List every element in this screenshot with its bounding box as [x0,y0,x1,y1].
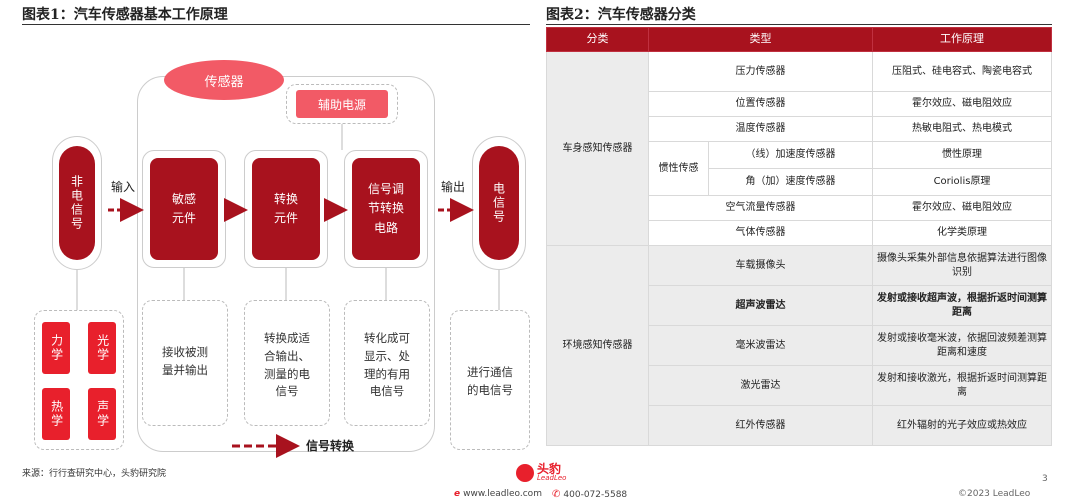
principle-cell: 发射和接收激光，根据折返时间测算距离 [872,365,1052,406]
elec-signal: 电信号 [479,146,519,260]
type-cell: 红外传感器 [648,405,873,446]
header-category: 分类 [546,27,649,52]
principle-cell: 惯性原理 [872,141,1052,169]
table-row: 位置传感器 霍尔效应、磁电阻效应 [547,91,1052,117]
table-row: 超声波雷达 发射或接收超声波，根据折返时间测算距离 [547,285,1052,326]
principle-cell: 霍尔效应、磁电阻效应 [872,195,1052,221]
aux-power-frame [286,84,398,124]
table-row: 红外传感器 红外辐射的光子效应或热效应 [547,405,1052,446]
desc-output-box [450,310,530,450]
input-types-box [34,310,124,450]
input-mechanics: 力学 [42,322,70,374]
inertial-cell: 惯性传感 [648,141,709,196]
type-cell: 位置传感器 [648,91,873,117]
footer-phone: ✆ 400-072-5588 [552,489,628,500]
sensing-element: 敏感 元件 [150,158,218,260]
principle-cell: 热敏电阻式、热电模式 [872,116,1052,142]
web-icon: e [454,489,461,499]
output-label: 输出 [441,180,466,194]
type-cell: 气体传感器 [648,220,873,246]
table-row: 角（加）速度传感器 Coriolis原理 [547,168,1052,196]
footer-logo: 头豹 LeadLeo [516,463,566,482]
right-title-rule [546,24,1052,25]
non-elec-signal: 非电信号 [59,146,95,260]
desc-sensing-box [142,300,228,426]
principle-cell: 摄像头采集外部信息依据算法进行图像识别 [872,245,1052,286]
group-body-sensing: 车身感知传感器 [546,51,649,246]
left-title-rule [22,24,530,25]
right-title: 图表2：汽车传感器分类 [546,7,696,23]
table-row: 空气流量传感器 霍尔效应、磁电阻效应 [547,195,1052,221]
sensor-label-ellipse: 传感器 [164,60,284,100]
principle-cell: 发射或接收毫米波，依据回波频差测算距离和速度 [872,325,1052,366]
desc-conditioning-box [344,300,430,426]
signal-conversion-label: 信号转换 [306,439,355,453]
desc-conditioning: 转化成可 显示、处 理的有用 电信号 [364,331,410,399]
desc-conversion: 转换成适 合输出、 测量的电 信号 [264,331,310,399]
brand-name: 头豹 [537,462,562,476]
type-cell: 车载摄像头 [648,245,873,286]
header-type: 类型 [648,27,873,52]
leopard-logo-icon [516,463,534,482]
type-cell: 角（加）速度传感器 [708,168,873,196]
principle-cell: 发射或接收超声波，根据折返时间测算距离 [872,285,1052,326]
type-cell: 超声波雷达 [648,285,873,326]
table-row: 温度传感器 热敏电阻式、热电模式 [547,116,1052,142]
aux-power-box: 辅助电源 [296,90,388,118]
type-cell: 毫米波雷达 [648,325,873,366]
sensor-classification-table: 分类 类型 工作原理 车身感知传感器 压力传感器 压阻式、硅电容式、陶瓷电容式 … [546,27,1052,446]
type-cell: 压力传感器 [648,51,873,92]
type-cell: 激光雷达 [648,365,873,406]
table-row: 激光雷达 发射和接收激光，根据折返时间测算距离 [547,365,1052,406]
input-label: 输入 [111,180,136,194]
phone-icon: ✆ [552,489,561,500]
principle-cell: 化学类原理 [872,220,1052,246]
table-row: 车身感知传感器 压力传感器 压阻式、硅电容式、陶瓷电容式 [546,51,1052,246]
desc-sensing: 接收被测 量并输出 [162,345,208,377]
principle-cell: 霍尔效应、磁电阻效应 [872,91,1052,117]
type-cell: （线）加速度传感器 [708,141,873,169]
non-elec-signal-frame [52,136,102,270]
type-cell: 温度传感器 [648,116,873,142]
desc-output: 进行通信 的电信号 [467,365,513,397]
left-title: 图表1：汽车传感器基本工作原理 [22,7,228,23]
header-principle: 工作原理 [872,27,1052,52]
principle-cell: Coriolis原理 [872,168,1052,196]
input-thermal: 热学 [42,388,70,440]
principle-cell: 压阻式、硅电容式、陶瓷电容式 [872,51,1052,92]
footer-website[interactable]: e www.leadleo.com [454,489,542,499]
brand-sub: LeadLeo [537,474,567,482]
table-row: 环境感知传感器 车载摄像头 摄像头采集外部信息依据算法进行图像识别 [546,245,1052,446]
source-note: 来源：行行查研究中心，头豹研究院 [22,469,167,479]
conversion-element: 转换 元件 [252,158,320,260]
conditioning-circuit: 信号调 节转换 电路 [352,158,420,260]
input-optics: 光学 [88,322,116,374]
principle-cell: 红外辐射的光子效应或热效应 [872,405,1052,446]
page-number: 3 [1042,474,1048,484]
table-row: 惯性传感 （线）加速度传感器 惯性原理 [547,141,1052,196]
group-environment-sensing: 环境感知传感器 [546,245,649,446]
type-cell: 空气流量传感器 [648,195,873,221]
connector-arrows [76,124,500,458]
desc-conversion-box [244,300,330,426]
copyright: ©2023 LeadLeo [958,489,1031,499]
input-acoustic: 声学 [88,388,116,440]
table-row: 毫米波雷达 发射或接收毫米波，依据回波频差测算距离和速度 [547,325,1052,366]
table-header-row: 分类 类型 工作原理 [546,27,1052,52]
